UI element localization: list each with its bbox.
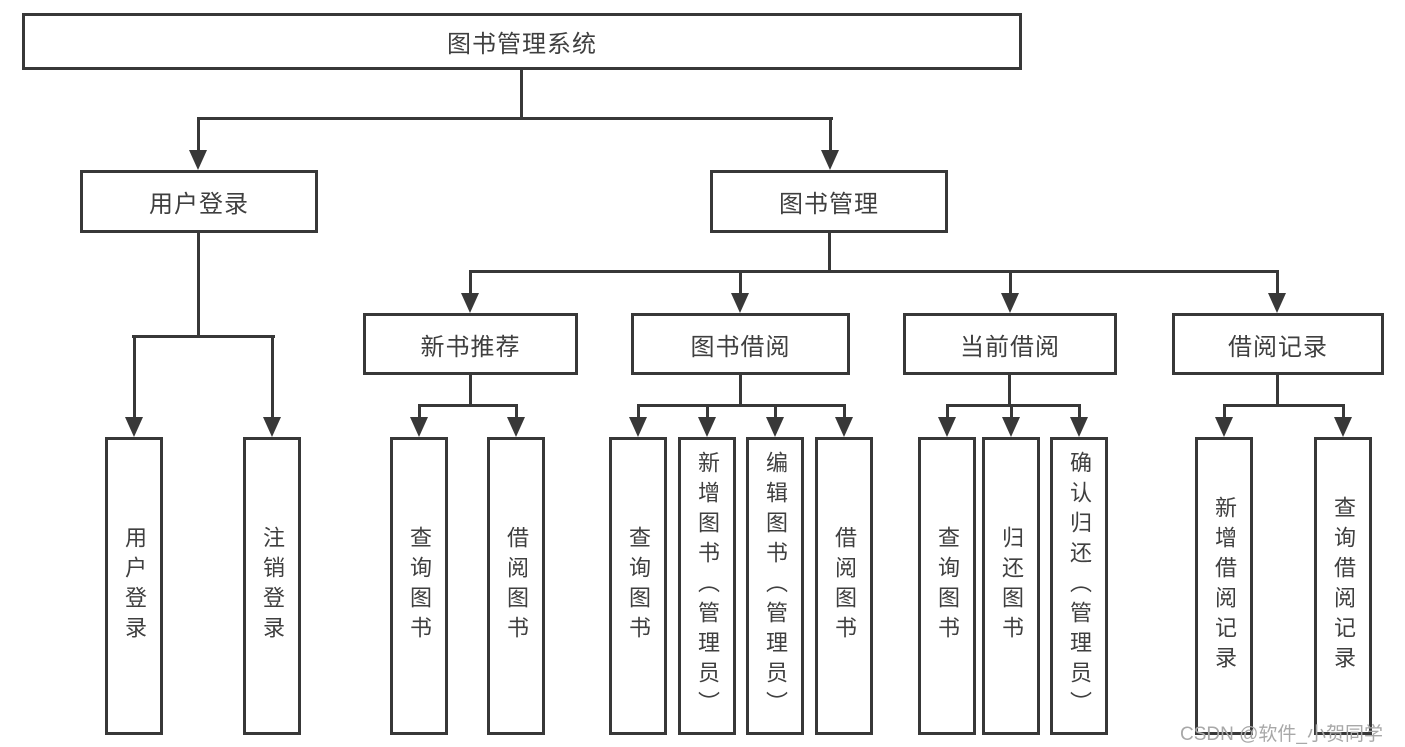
arrow-down-icon — [938, 404, 956, 437]
arrow-down-icon — [263, 336, 281, 437]
leaf-label: 查询图书 — [407, 526, 432, 646]
connector-line — [739, 375, 742, 407]
arrow-down-icon — [1001, 270, 1019, 313]
node-label: 用户登录 — [149, 191, 249, 218]
arrow-down-icon — [629, 404, 647, 437]
node-label: 当前借阅 — [960, 333, 1060, 361]
leaf-label: 借阅图书 — [832, 526, 857, 646]
connector-line — [469, 270, 1279, 273]
leaf-add-borrow-record: 新增借阅记录 — [1195, 437, 1253, 735]
arrow-down-icon — [1268, 270, 1286, 313]
node-current-borrowing: 当前借阅 — [903, 313, 1117, 375]
node-borrowing-records: 借阅记录 — [1172, 313, 1384, 375]
node-book-borrowing: 图书借阅 — [631, 313, 850, 375]
node-label: 新书推荐 — [420, 333, 521, 361]
leaf-borrow-books: 借阅图书 — [815, 437, 873, 735]
connector-line — [469, 375, 472, 407]
connector-line — [418, 404, 518, 407]
arrow-down-icon — [1215, 404, 1233, 437]
arrow-down-icon — [410, 404, 428, 437]
leaf-query-books-recommend: 查询图书 — [390, 437, 448, 735]
leaf-label: 查询借阅记录 — [1331, 496, 1356, 676]
connector-line — [637, 404, 846, 407]
connector-line — [520, 70, 523, 120]
node-book-management: 图书管理 — [710, 170, 948, 233]
arrow-down-icon — [189, 118, 207, 170]
arrow-down-icon — [507, 404, 525, 437]
leaf-add-books-admin: 新增图书（管理员） — [678, 437, 736, 735]
leaf-confirm-return-admin: 确认归还（管理员） — [1050, 437, 1108, 735]
node-user-login: 用户登录 — [80, 170, 318, 233]
leaf-label: 查询图书 — [935, 526, 960, 646]
leaf-query-borrow-record: 查询借阅记录 — [1314, 437, 1372, 735]
node-new-book-recommendation: 新书推荐 — [363, 313, 578, 375]
arrow-down-icon — [1334, 404, 1352, 437]
leaf-query-books: 查询图书 — [609, 437, 667, 735]
leaf-return-books: 归还图书 — [982, 437, 1040, 735]
leaf-logout: 注销登录 — [243, 437, 301, 735]
leaf-label: 用户登录 — [122, 526, 147, 646]
leaf-edit-books-admin: 编辑图书（管理员） — [746, 437, 804, 735]
node-label: 图书借阅 — [690, 333, 791, 361]
arrow-down-icon — [461, 270, 479, 313]
arrow-down-icon — [698, 404, 716, 437]
leaf-label: 借阅图书 — [504, 526, 529, 646]
leaf-label: 新增借阅记录 — [1212, 496, 1237, 676]
node-label: 图书管理 — [779, 191, 879, 218]
connector-line — [1008, 375, 1011, 407]
arrow-down-icon — [835, 404, 853, 437]
arrow-down-icon — [766, 404, 784, 437]
leaf-query-books-current: 查询图书 — [918, 437, 976, 735]
arrow-down-icon — [125, 336, 143, 437]
leaf-label: 确认归还（管理员） — [1067, 451, 1092, 721]
leaf-label: 注销登录 — [260, 526, 285, 646]
connector-line — [197, 233, 200, 338]
leaf-label: 新增图书（管理员） — [695, 451, 720, 721]
leaf-user-login: 用户登录 — [105, 437, 163, 735]
connector-line — [197, 117, 833, 120]
leaf-borrow-books-recommend: 借阅图书 — [487, 437, 545, 735]
connector-line — [1223, 404, 1345, 407]
arrow-down-icon — [1070, 404, 1088, 437]
node-label: 图书管理系统 — [447, 31, 597, 58]
arrow-down-icon — [1002, 404, 1020, 437]
leaf-label: 编辑图书（管理员） — [763, 451, 788, 721]
node-library-management-system: 图书管理系统 — [22, 13, 1022, 70]
arrow-down-icon — [731, 270, 749, 313]
connector-line — [946, 404, 1081, 407]
leaf-label: 查询图书 — [626, 526, 651, 646]
connector-line — [1276, 375, 1279, 407]
leaf-label: 归还图书 — [999, 526, 1024, 646]
arrow-down-icon — [821, 118, 839, 170]
connector-line — [132, 335, 275, 338]
node-label: 借阅记录 — [1228, 333, 1328, 361]
connector-line — [828, 233, 831, 273]
